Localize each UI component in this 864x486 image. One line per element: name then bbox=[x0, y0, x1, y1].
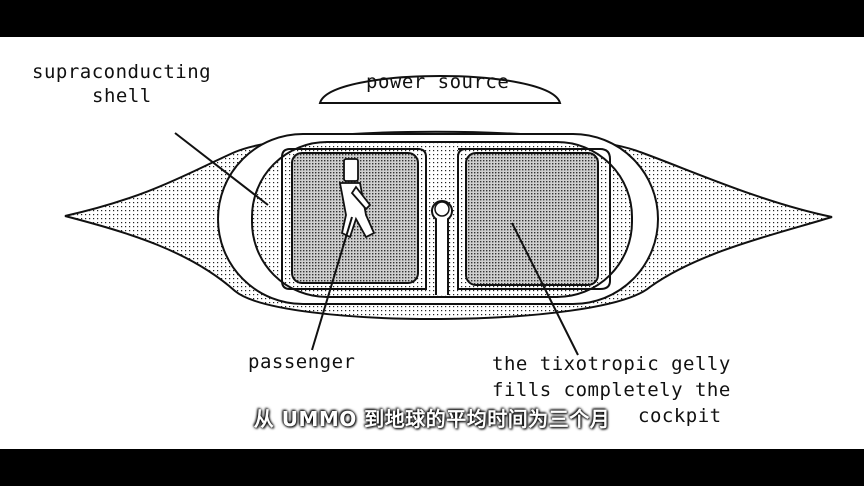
shell-label-line2: shell bbox=[92, 85, 152, 107]
power-source-dome bbox=[318, 75, 562, 104]
passenger-figure bbox=[338, 158, 376, 239]
gelly-leader bbox=[511, 222, 579, 356]
spacecraft-cross-section bbox=[64, 75, 833, 356]
cockpit-channel bbox=[281, 148, 427, 290]
central-conduit bbox=[431, 200, 453, 295]
power-source-label: power source bbox=[366, 71, 510, 93]
gelly-chamber bbox=[465, 152, 599, 286]
diagram-frame: supraconducting shell power source passe… bbox=[0, 37, 864, 449]
shell-leader bbox=[174, 132, 269, 206]
gelly-label-line1: the tixotropic gelly bbox=[492, 353, 731, 375]
passenger-label: passenger bbox=[248, 351, 356, 373]
video-subtitle: 从 UMMO 到地球的平均时间为三个月 bbox=[253, 407, 611, 431]
gelly-label-line2: fills completely the bbox=[492, 379, 731, 401]
passenger-leader bbox=[311, 216, 353, 351]
gelly-label-line3: cockpit bbox=[638, 405, 722, 427]
shell-label-line1: supraconducting bbox=[32, 61, 212, 83]
